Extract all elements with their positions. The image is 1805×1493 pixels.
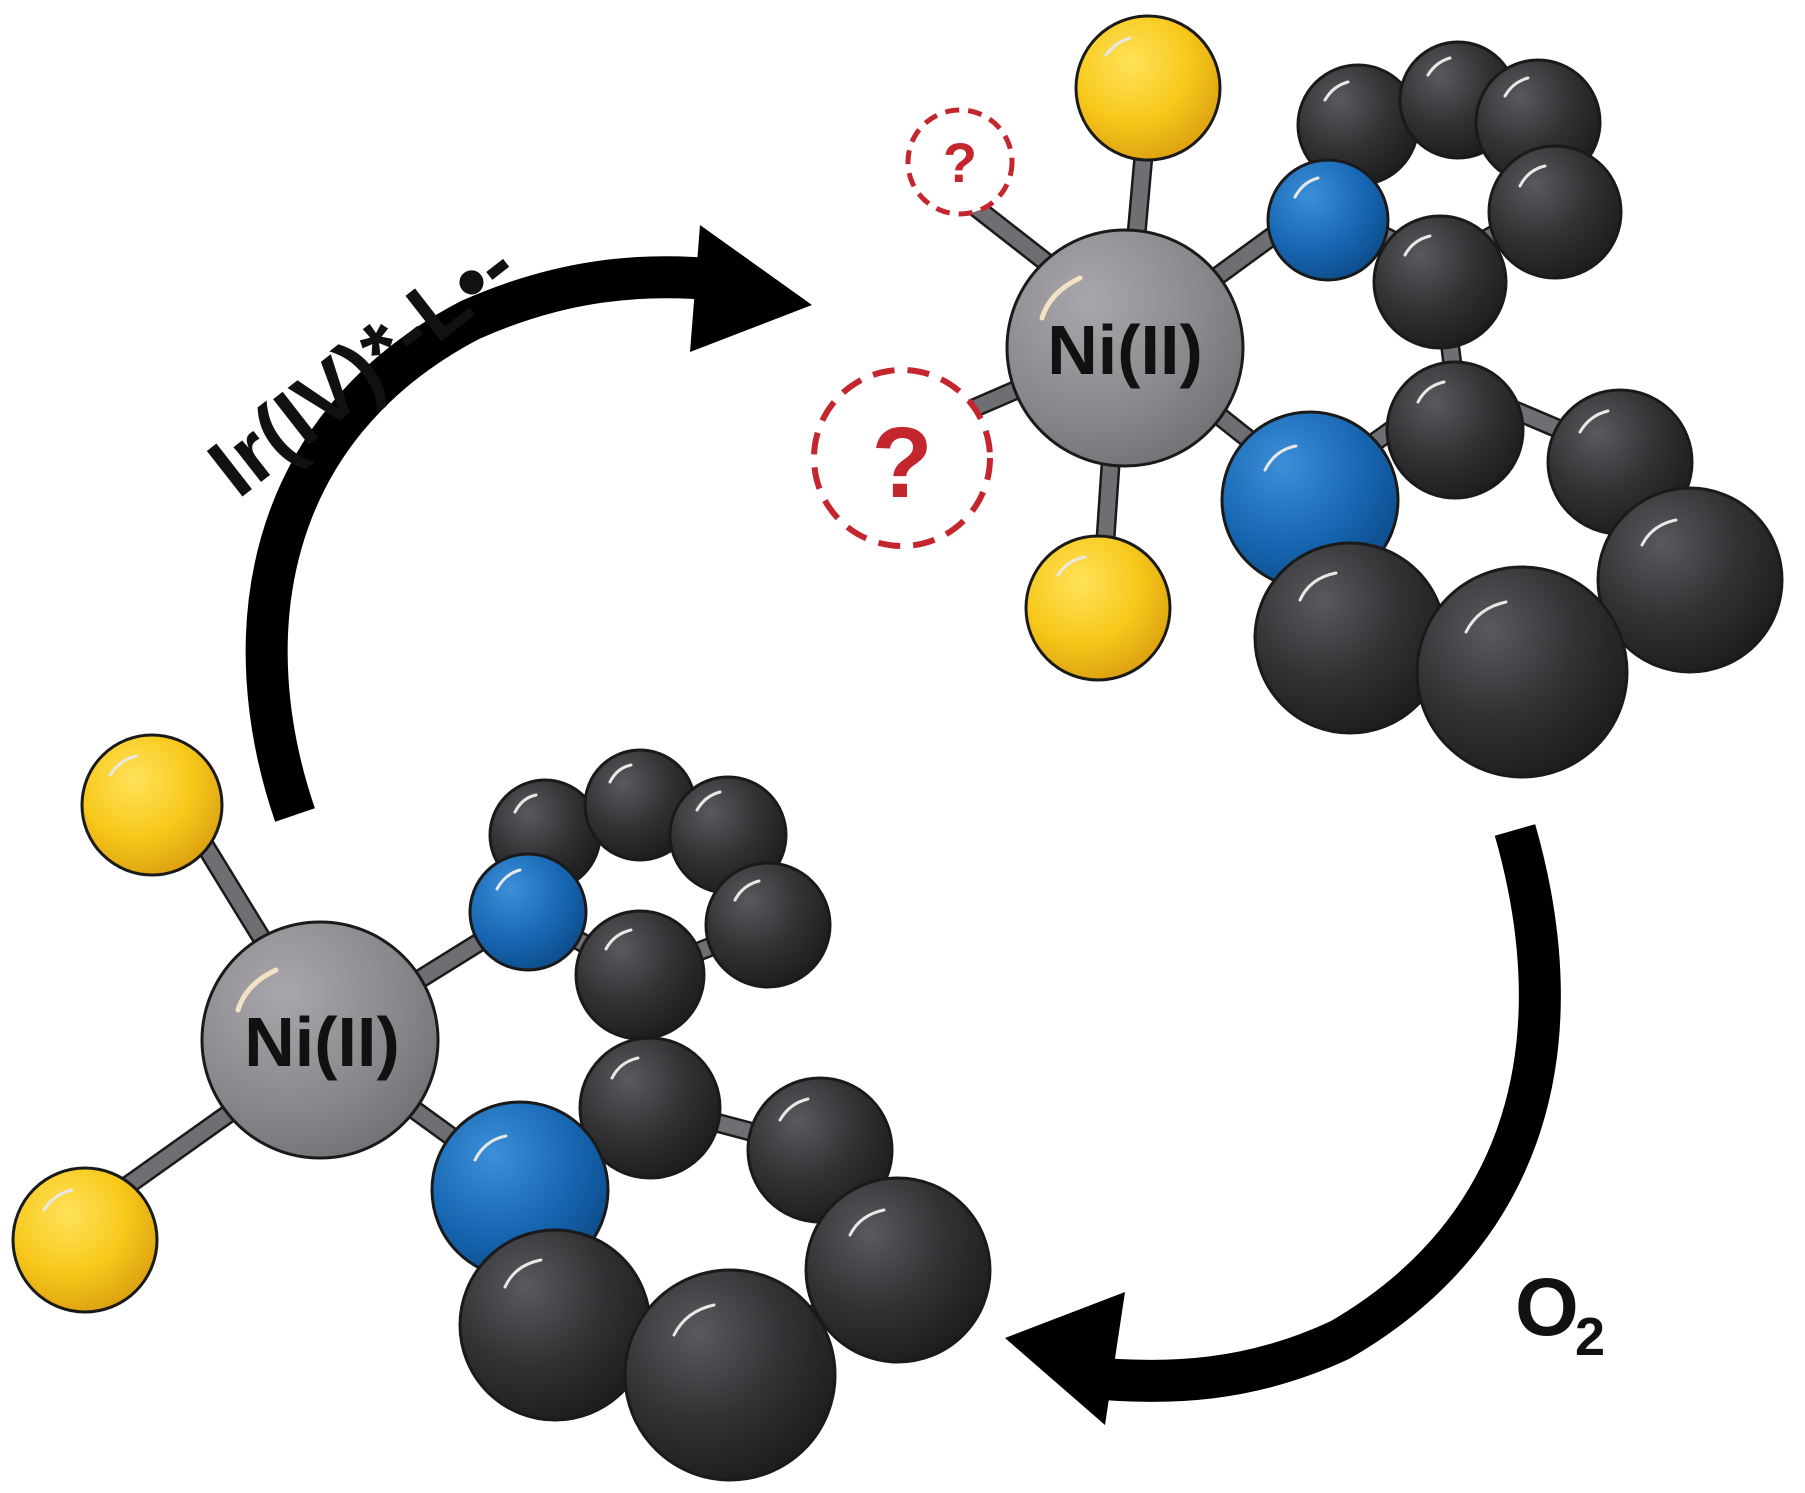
vacant-site-lower-mark: ?: [871, 407, 932, 519]
oxidation-arrow: [245, 225, 812, 822]
carbon-atom: [1253, 541, 1447, 735]
o2-label-main: O: [1515, 1262, 1579, 1353]
carbon-atom: [1372, 214, 1508, 350]
vacant-site-upper: ?: [905, 107, 1015, 217]
carbon-atom: [458, 1228, 652, 1422]
o2-label-subscript: 2: [1575, 1307, 1605, 1367]
sulfur-atom: [80, 733, 224, 877]
top-arrow-label: Ir(IV)*-L•-: [191, 218, 533, 514]
carbon-atom: [1487, 144, 1623, 280]
carbon-atom: [704, 861, 832, 989]
reduction-arrow: [1005, 824, 1561, 1425]
nickel-label-bottom: Ni(II): [244, 1003, 400, 1081]
vacant-site-lower: ?: [811, 367, 993, 549]
sulfur-atom: [11, 1166, 159, 1314]
sulfur-atom: [1024, 534, 1172, 682]
carbon-atom: [1596, 486, 1784, 674]
carbon-atom: [574, 909, 706, 1041]
vacant-site-upper-mark: ?: [943, 131, 977, 194]
nitrogen-atom: [1266, 158, 1390, 282]
nickel-complex-top: ? ?: [811, 14, 1784, 779]
nickel-complex-bottom: Ni(II): [11, 733, 992, 1482]
carbon-atom: [804, 1176, 992, 1364]
sulfur-atom: [1074, 14, 1222, 162]
nickel-label-top: Ni(II): [1047, 311, 1203, 389]
o2-label: O 2: [1515, 1262, 1605, 1367]
carbon-atom: [623, 1268, 837, 1482]
carbon-atom: [1385, 360, 1525, 500]
nitrogen-atom: [468, 852, 588, 972]
atoms-top: Ni(II): [1005, 14, 1784, 779]
carbon-atom: [1415, 565, 1629, 779]
atoms-bottom: Ni(II): [11, 733, 992, 1482]
